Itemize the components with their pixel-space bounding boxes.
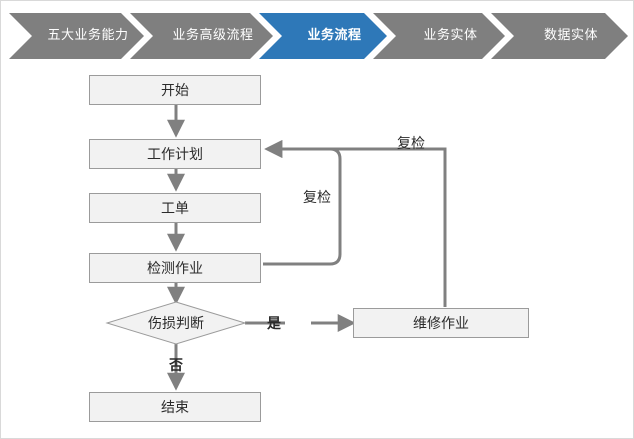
edge-label-yes: 是: [267, 316, 281, 332]
breadcrumb-label-4[interactable]: 业务实体: [423, 28, 478, 43]
node-start[interactable]: 开始: [89, 75, 261, 105]
node-decision-label[interactable]: 伤损判断: [148, 316, 204, 332]
decision-diamond[interactable]: [105, 301, 247, 345]
edge-label-no: 否: [169, 358, 183, 374]
breadcrumb-process-bar: [1, 13, 633, 59]
flowchart: 开始 工作计划 工单 检测作业 伤损判断 维修作业 结束 复检 复检 是 否: [1, 59, 633, 438]
edge-label-recheck-inner: 复检: [303, 190, 331, 206]
edge-label-recheck-outer: 复检: [397, 136, 425, 152]
breadcrumb-label-1[interactable]: 五大业务能力: [47, 28, 129, 43]
node-repair[interactable]: 维修作业: [353, 308, 529, 338]
breadcrumb-chevron-2[interactable]: [130, 13, 273, 59]
node-inspection[interactable]: 检测作业: [89, 253, 261, 283]
node-work-order[interactable]: 工单: [89, 193, 261, 223]
breadcrumb-label-2[interactable]: 业务高级流程: [172, 28, 254, 43]
flowchart-connectors: [105, 105, 447, 391]
breadcrumb-chevron-5[interactable]: [491, 13, 628, 59]
node-end[interactable]: 结束: [89, 392, 261, 422]
breadcrumb-chevron-4[interactable]: [373, 13, 505, 59]
breadcrumb-chevron-3[interactable]: [259, 13, 387, 59]
breadcrumb-label-3[interactable]: 业务流程: [307, 28, 362, 43]
edge-recheck-outer: [264, 140, 447, 307]
breadcrumb-label-5[interactable]: 数据实体: [543, 28, 598, 43]
breadcrumb-chevron-1[interactable]: [9, 13, 144, 59]
node-work-plan[interactable]: 工作计划: [89, 139, 261, 169]
